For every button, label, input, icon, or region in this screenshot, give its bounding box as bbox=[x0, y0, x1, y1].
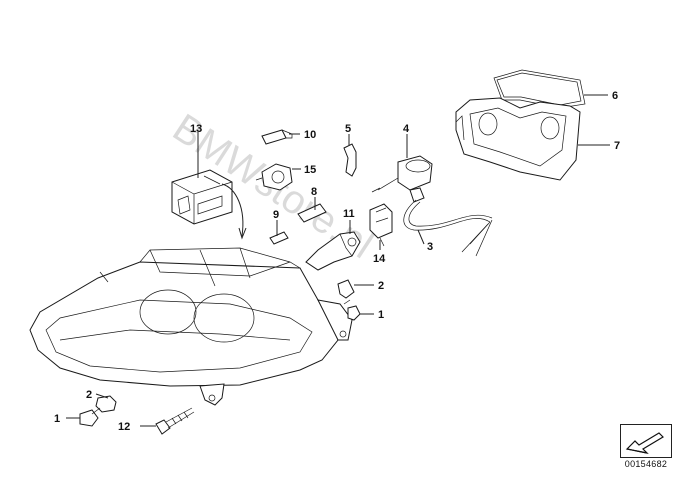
screw-12 bbox=[155, 407, 195, 435]
headlight-housing bbox=[29, 247, 353, 406]
callout-5: 5 bbox=[345, 123, 351, 135]
callout-4: 4 bbox=[403, 123, 410, 135]
catalog-number: 00154682 bbox=[624, 459, 668, 469]
bulb-9 bbox=[269, 231, 289, 245]
callout-12: 12 bbox=[118, 421, 130, 433]
callout-2-right: 2 bbox=[378, 280, 384, 292]
part-3 bbox=[403, 199, 493, 257]
bulb-8 bbox=[297, 203, 327, 223]
callout-9: 9 bbox=[273, 209, 279, 221]
arrow-icon bbox=[625, 432, 664, 454]
callout-11: 11 bbox=[343, 208, 355, 220]
bulb-15 bbox=[255, 163, 293, 191]
part-4 bbox=[371, 155, 433, 203]
callout-1-left: 1 bbox=[54, 413, 60, 425]
callout-14: 14 bbox=[373, 253, 386, 265]
callout-13: 13 bbox=[190, 123, 202, 135]
control-unit-13 bbox=[171, 169, 247, 240]
callout-3: 3 bbox=[427, 241, 433, 253]
callout-10: 10 bbox=[304, 129, 316, 141]
callout-8: 8 bbox=[311, 186, 317, 198]
leader-lines bbox=[66, 94, 610, 427]
callout-2-left: 2 bbox=[86, 389, 92, 401]
callout-6: 6 bbox=[612, 90, 618, 102]
holder-14 bbox=[369, 203, 393, 247]
part-5 bbox=[343, 143, 357, 177]
socket-1-right bbox=[343, 299, 361, 321]
catalog-stamp: 00154682 bbox=[620, 424, 672, 469]
bulb-10 bbox=[261, 129, 293, 145]
cover-7 bbox=[455, 97, 581, 181]
callout-7: 7 bbox=[614, 140, 620, 152]
callout-15: 15 bbox=[304, 164, 316, 176]
bulb-2-right bbox=[337, 279, 355, 299]
callout-1-right: 1 bbox=[378, 309, 384, 321]
bulb-11 bbox=[305, 231, 361, 271]
catalog-arrow-box bbox=[620, 424, 672, 458]
socket-1-left bbox=[79, 407, 101, 427]
bulb-2-left bbox=[95, 395, 117, 413]
